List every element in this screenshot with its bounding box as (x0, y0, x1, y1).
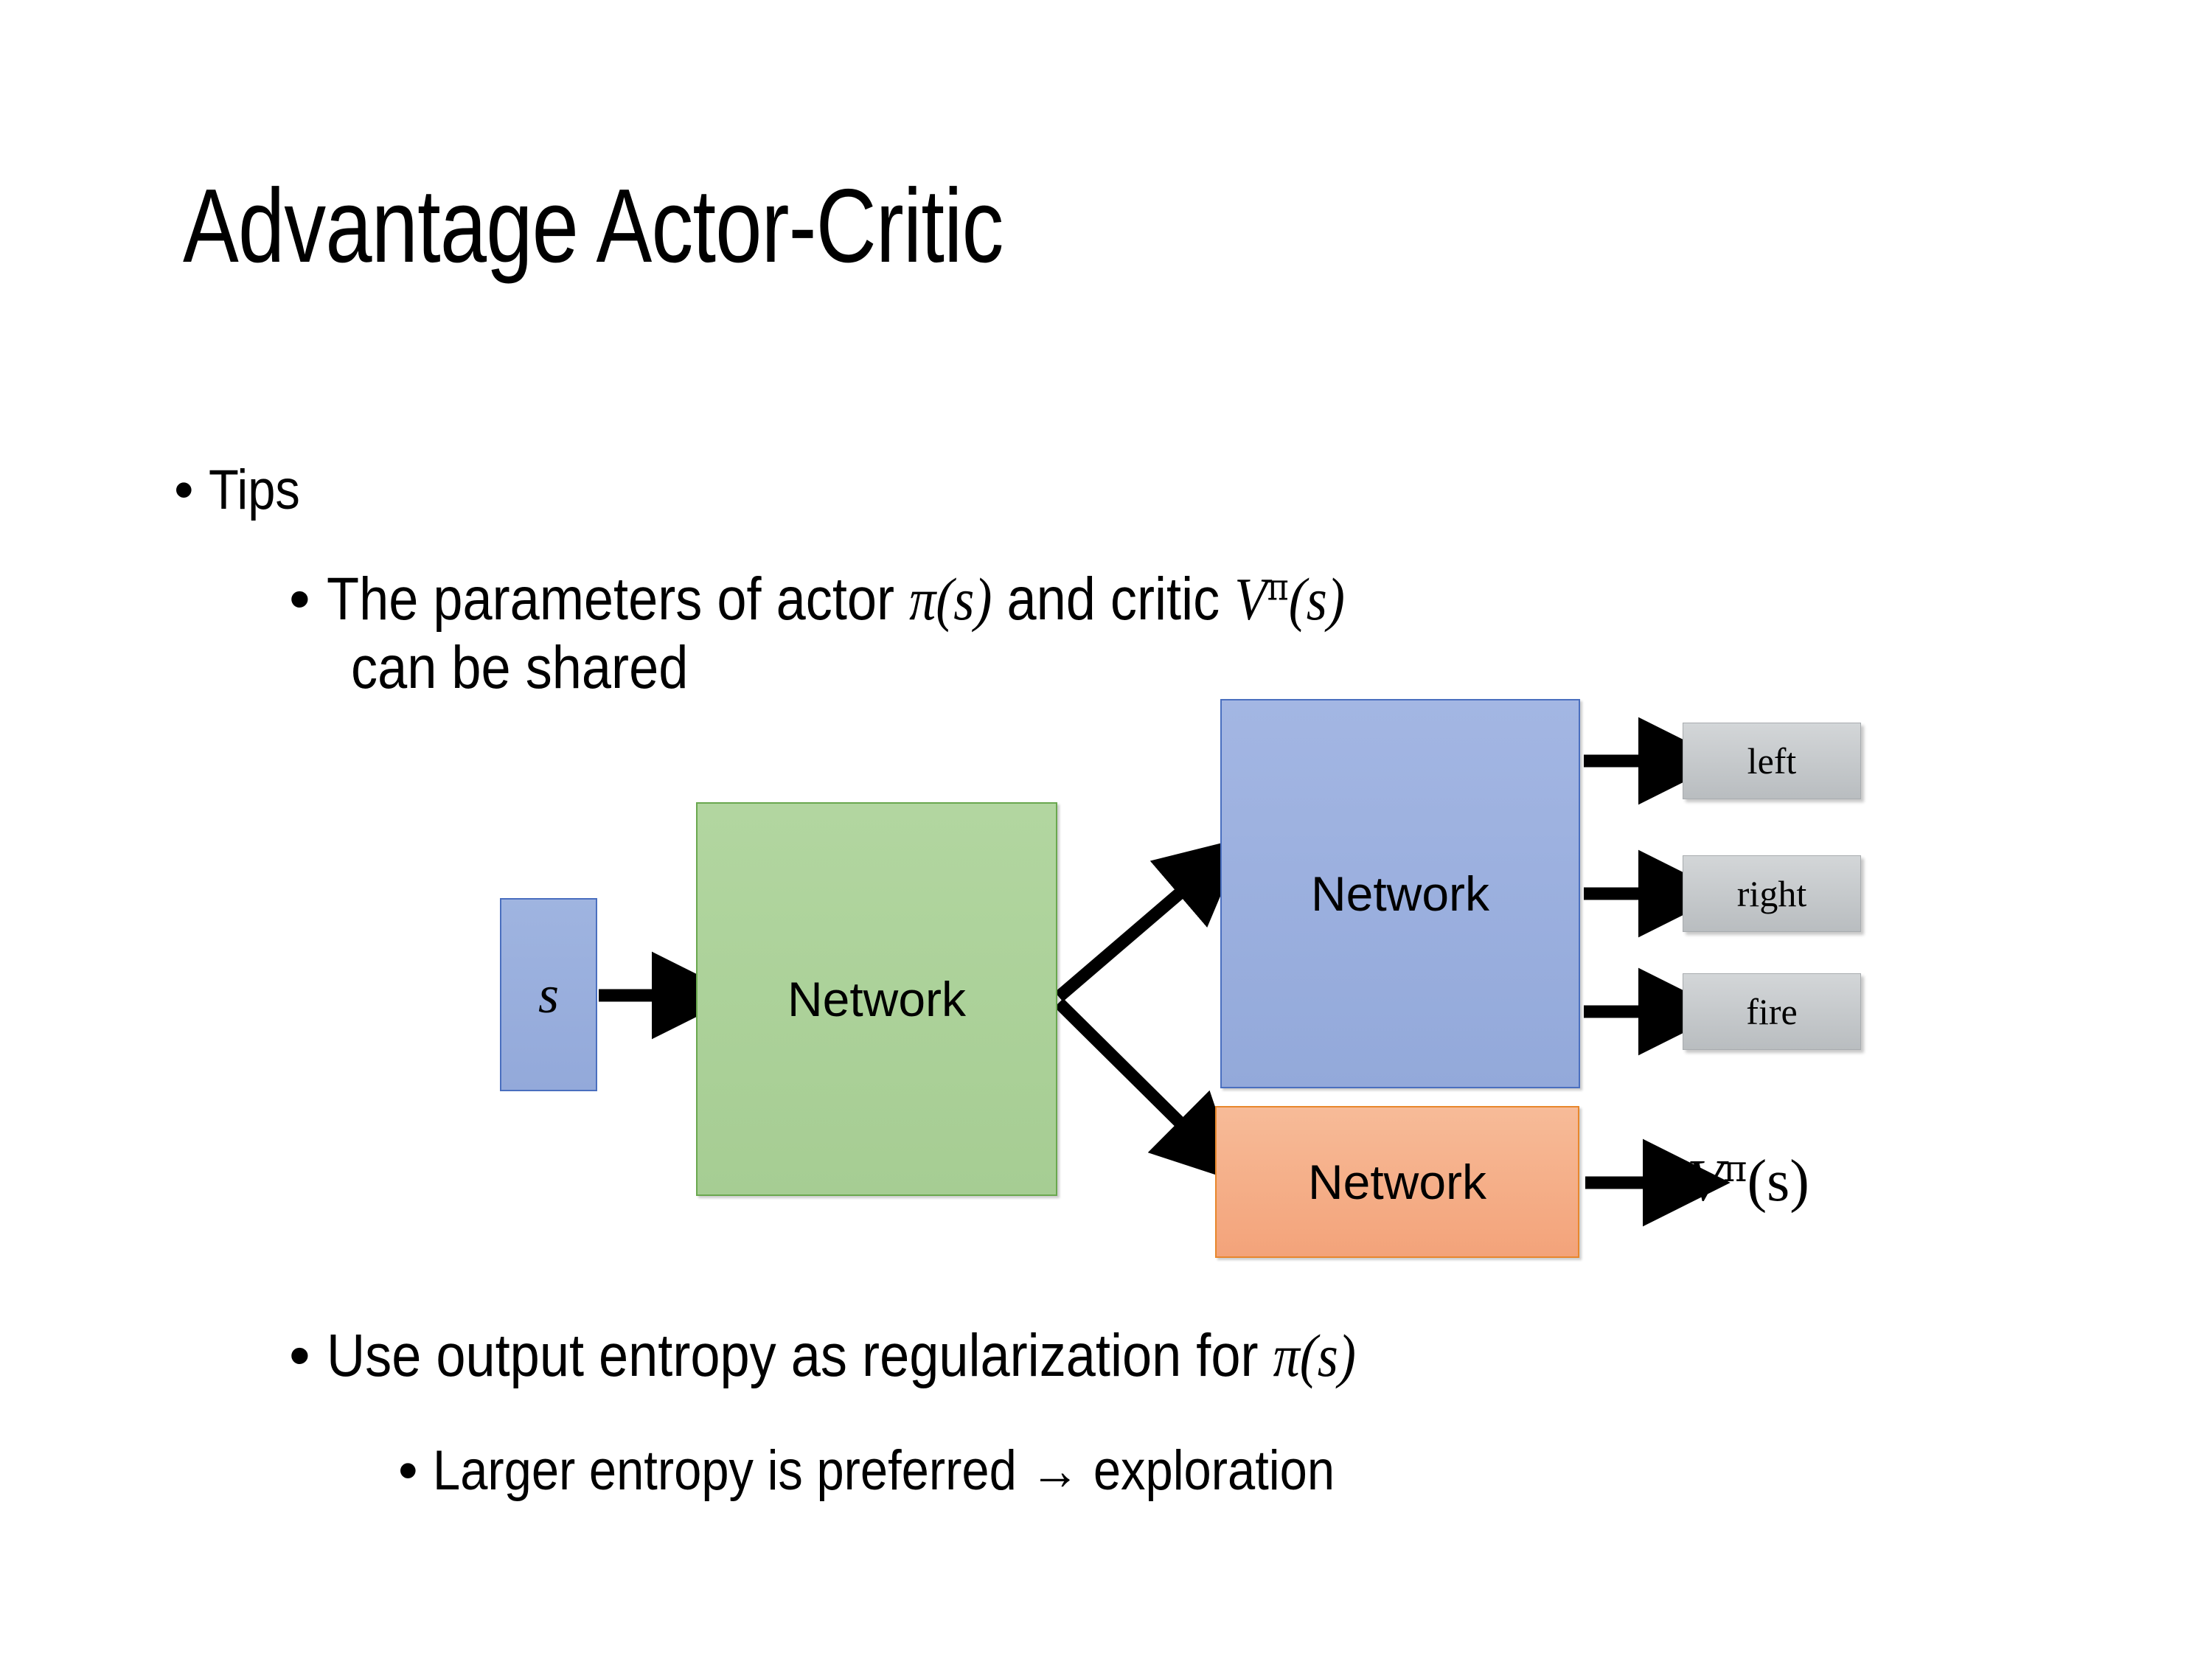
bullet-marker-icon: • (289, 1322, 310, 1389)
bullet-params-mid: and critic (992, 566, 1235, 633)
action-label-fire: fire (1746, 991, 1798, 1032)
critic-network-box: Network (1215, 1106, 1579, 1258)
math-pi-symbol: π (908, 566, 936, 633)
math-v-argument: (s) (1288, 566, 1345, 633)
bullet-marker-icon: • (398, 1439, 418, 1502)
bullet-marker-icon: • (174, 459, 194, 521)
value-symbol: V (1687, 1148, 1723, 1214)
math-pi-argument: (s) (936, 566, 992, 633)
math-pi-symbol: π (1273, 1322, 1300, 1389)
page-title: Advantage Actor-Critic (183, 167, 1004, 285)
bullet-entropy-prefix: Use output entropy as regularization for (326, 1322, 1273, 1389)
input-state-label: s (538, 964, 560, 1024)
value-superscript: π (1722, 1147, 1747, 1190)
bullet-params-prefix: The parameters of actor (326, 566, 909, 633)
action-box-fire: fire (1683, 973, 1861, 1050)
shared-network-label: Network (787, 972, 967, 1026)
bullet-entropy-regularization: •Use output entropy as regularization fo… (289, 1321, 1496, 1390)
shared-network-box: Network (696, 802, 1057, 1196)
value-function-output-label: Vπ(s) (1687, 1147, 1809, 1215)
action-box-left: left (1683, 723, 1861, 799)
input-state-box: s (500, 898, 597, 1091)
bullet-tips-label: Tips (209, 459, 300, 521)
actor-network-label: Network (1310, 866, 1490, 921)
value-argument: (s) (1747, 1148, 1809, 1214)
math-v-symbol: V (1234, 566, 1267, 633)
bullet-larger-entropy: •Larger entropy is preferred → explorati… (398, 1439, 1458, 1503)
critic-network-label: Network (1307, 1155, 1487, 1209)
bullet-tips: •Tips (174, 459, 313, 523)
bullet-parameters-shared: •The parameters of actor π(s) and critic… (289, 565, 1484, 703)
arrow-shared-to-critic (1054, 998, 1242, 1183)
math-v-superscript: π (1267, 565, 1289, 609)
action-box-right: right (1683, 855, 1861, 932)
action-label-left: left (1747, 740, 1797, 782)
actor-network-box: Network (1220, 699, 1580, 1088)
math-pi-argument: (s) (1299, 1322, 1356, 1389)
bullet-params-line2: can be shared (351, 634, 689, 702)
arrow-shared-to-actor (1054, 837, 1245, 1002)
bullet-marker-icon: • (289, 566, 310, 633)
bullet-larger-label: Larger entropy is preferred → exploratio… (433, 1439, 1335, 1502)
action-label-right: right (1736, 873, 1807, 914)
